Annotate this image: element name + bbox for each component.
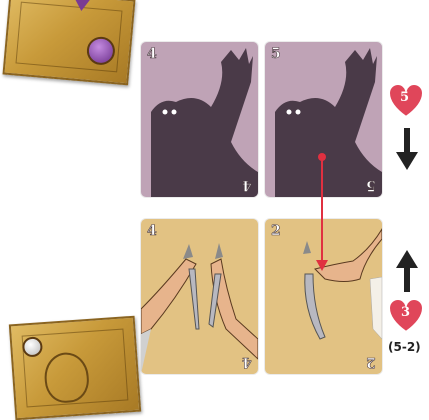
card-number-inverted: 4: [242, 177, 252, 193]
purple-gem-tip-icon: [72, 0, 91, 12]
arrow-up-icon: [396, 250, 418, 292]
card-number-inverted: 5: [366, 177, 376, 193]
shadow-monster-icon: [141, 42, 258, 197]
attack-line: [310, 150, 334, 275]
damage-formula: (5-2): [388, 340, 421, 354]
heart-value-bottom: 3: [401, 305, 410, 320]
hero-tile-top: [2, 0, 135, 85]
hero-tile-bottom: [9, 316, 141, 420]
card-number: 4: [147, 223, 157, 239]
card-number-inverted: 4: [242, 354, 252, 370]
card-number-inverted: 2: [366, 354, 376, 370]
heart-value-top: 5: [400, 90, 409, 105]
card-number: 5: [271, 46, 281, 62]
arrow-down-icon: [396, 128, 418, 170]
dagger-icon: [141, 219, 258, 374]
card-number: 4: [147, 46, 157, 62]
card-number: 2: [271, 223, 281, 239]
monster-card-4[interactable]: 4 4: [141, 42, 258, 197]
weapon-card-4[interactable]: 4 4: [141, 219, 258, 374]
